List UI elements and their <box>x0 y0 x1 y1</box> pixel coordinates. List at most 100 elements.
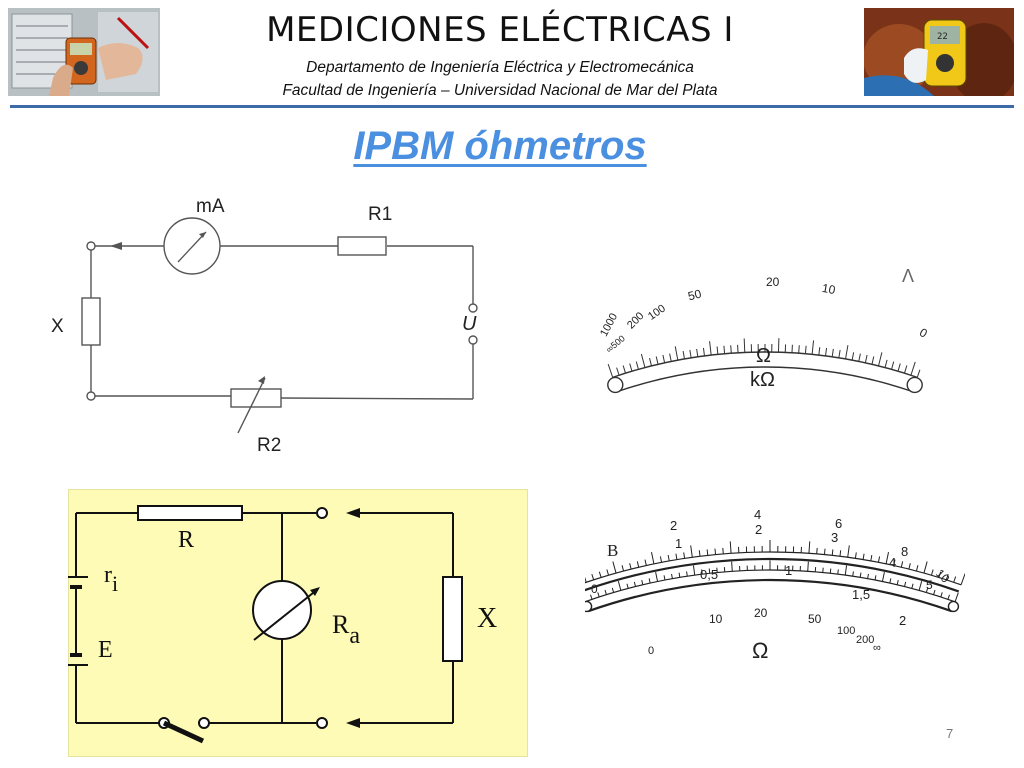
dial-bottom-tick-outer <box>606 569 610 576</box>
dial-top-cap-left <box>607 376 624 394</box>
scale-bottom-outer-4: 4 <box>754 507 762 522</box>
scale-bottom-row2-3: 3 <box>831 530 839 545</box>
shunt-ohmmeter-circuit <box>68 505 463 744</box>
dial-bottom-tick-outer <box>591 573 595 580</box>
label-e: E <box>98 637 113 663</box>
dial-top-tick <box>743 338 746 353</box>
dial-bottom-cap-left <box>585 600 593 613</box>
dial-bottom-arc-2 <box>585 557 960 593</box>
dial-bottom-tick-outer <box>923 561 928 574</box>
dial-top-tick <box>871 356 875 365</box>
resistor-r2 <box>230 388 282 408</box>
dial-bottom-tick-inner <box>611 587 615 593</box>
dial-bottom-tick-outer <box>885 552 890 564</box>
dial-top-tick <box>716 346 719 355</box>
dial-bottom-tick-outer <box>808 541 811 554</box>
dial-bottom-tick-outer <box>930 569 934 576</box>
dial-bottom-tick-outer <box>854 552 857 559</box>
dial-bottom-tick-inner <box>911 583 914 589</box>
dial-bottom-tick-outer <box>690 545 693 558</box>
dial-bottom-tick-outer <box>636 561 640 568</box>
label-r2: R2 <box>257 435 282 456</box>
dial-top-tick <box>709 341 712 356</box>
scale-bottom-lower-200: 200 <box>856 634 875 646</box>
scale-bottom-inner-05: 0,5 <box>700 567 719 582</box>
label-ra-sub: a <box>349 623 360 649</box>
header-photo-right: 22 <box>864 8 1014 96</box>
dial-bottom-tick-outer <box>893 559 896 566</box>
dial-top-tick <box>696 348 699 357</box>
current-arrow-top <box>110 242 122 250</box>
terminal-u-bottom <box>468 335 478 345</box>
dial-bottom-tick-inner <box>708 568 711 574</box>
dial-bottom-tick-outer <box>877 556 881 563</box>
dial-top-tick <box>702 347 705 356</box>
terminal-bottom-left <box>86 391 96 401</box>
dial-top-tick <box>622 365 626 374</box>
dial-bottom-tick-outer <box>659 556 663 563</box>
dial-bottom-tick-inner <box>655 572 659 582</box>
dial-bottom-tick-inner <box>590 594 593 600</box>
header-divider <box>10 105 1014 108</box>
scale-bottom-row2-2: 2 <box>755 522 763 537</box>
dial-top-tick <box>674 346 679 361</box>
label-ri-sub: i <box>112 571 119 596</box>
dial-bottom-tick-outer <box>714 548 717 555</box>
dial-bottom-tick-outer <box>938 571 942 578</box>
scale-bottom-outer-8: 8 <box>901 544 909 559</box>
dial-top-tick <box>804 345 807 354</box>
shunt-ohmmeter-scale <box>585 540 965 613</box>
dial-bottom-tick-outer <box>831 549 834 556</box>
dial-bottom-tick-outer <box>650 552 655 564</box>
dial-bottom-tick-inner <box>626 583 629 589</box>
label-x-bottom: X <box>477 603 498 634</box>
scale-bottom-inner-1: 1 <box>785 563 793 578</box>
dial-bottom-tick-inner <box>918 581 923 591</box>
dial-top-tick <box>864 354 868 363</box>
dial-top-tick <box>616 367 620 376</box>
scale-bottom-lower-20: 20 <box>754 606 768 620</box>
scale-bottom-row2-1: 1 <box>675 536 683 551</box>
dial-bottom-tick-outer <box>729 541 732 554</box>
label-ra: Ra <box>332 610 360 649</box>
dial-top-tick <box>655 356 659 365</box>
current-arrow-top-right <box>346 508 360 518</box>
dial-bottom-tick-inner <box>859 572 862 578</box>
dial-top-tick <box>904 365 908 374</box>
dial-bottom-tick-inner <box>881 572 885 582</box>
resistor-r1 <box>337 236 387 256</box>
dial-bottom-tick-outer <box>706 549 709 556</box>
scale-bottom-row2-5: 5 <box>926 578 933 592</box>
scale-top-label-10: 10 <box>820 280 837 298</box>
scale-bottom-inner-2: 2 <box>899 613 907 628</box>
dial-bottom-tick-inner <box>678 572 681 578</box>
dial-top-tick <box>607 363 614 378</box>
resistor-r <box>137 505 243 521</box>
milliammeter-symbol <box>163 217 221 275</box>
scale-bottom-corner-label: B <box>607 541 619 560</box>
dial-bottom-tick-outer <box>900 561 904 568</box>
header-photo-left <box>8 8 160 96</box>
dial-top-tick <box>838 349 841 358</box>
dial-top-tick <box>629 363 633 372</box>
dial-bottom-tick-inner <box>829 568 832 574</box>
dial-bottom-tick-outer <box>945 573 949 580</box>
label-r1: R1 <box>368 204 393 225</box>
dial-bottom-tick-inner <box>617 581 622 591</box>
resistor-x-bottom <box>442 576 463 662</box>
dial-bottom-tick-inner <box>844 565 848 576</box>
scale-top-label-20: 20 <box>766 275 780 289</box>
dial-bottom-tick-inner <box>889 578 892 584</box>
dial-bottom-tick-outer <box>823 548 826 555</box>
dial-bottom-tick-inner <box>896 579 899 585</box>
dial-bottom-tick-inner <box>641 579 644 585</box>
dial-bottom-tick-inner <box>597 592 600 598</box>
dial-bottom-tick-outer <box>698 550 701 557</box>
dial-top-tick <box>897 363 901 372</box>
dial-top-tick <box>878 352 883 367</box>
resistor-x <box>81 297 101 346</box>
scale-bottom-lower-100: 100 <box>837 625 856 637</box>
dial-bottom-tick-inner <box>925 587 929 593</box>
dial-top-tick <box>910 361 916 376</box>
header-title: MEDICIONES ELÉCTRICAS I <box>266 10 734 50</box>
